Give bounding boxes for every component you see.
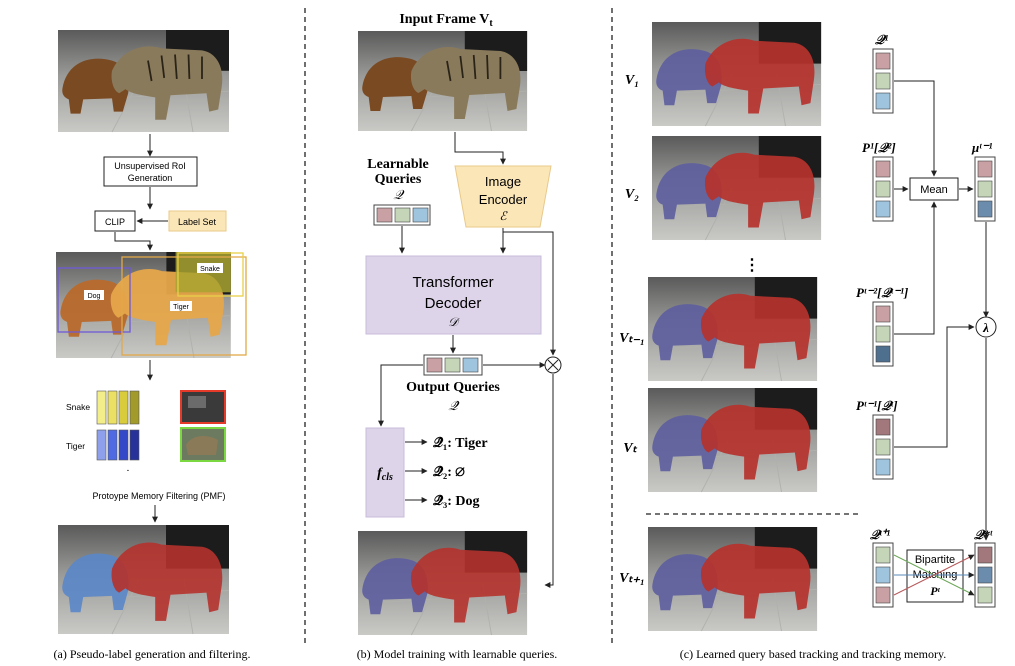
query-stack-mu <box>974 156 996 222</box>
frame-label-vt-1: Vₜ₋₁ <box>619 331 645 346</box>
panel-b: Input Frame Vt Learnable Queries 𝒬 Image… <box>357 12 562 661</box>
snake-roi-box <box>177 252 244 297</box>
encoder-label-1: Image <box>485 174 521 189</box>
caption-c: (c) Learned query based tracking and tra… <box>680 647 946 661</box>
image-encoder-box <box>454 165 552 228</box>
memory-tiger-label: Tiger <box>66 441 85 451</box>
decoder-symbol: 𝒟 <box>448 315 460 329</box>
query-stack-pt2 <box>872 301 894 367</box>
query-stack-pt1 <box>872 414 894 480</box>
pmf-label: Protoype Memory Filtering (PMF) <box>92 491 225 501</box>
lambda-node <box>975 316 997 338</box>
tiger-tag: Tiger <box>173 304 189 311</box>
learnable-symbol: 𝒬 <box>393 187 405 202</box>
segmentation-output-b <box>357 530 531 636</box>
frame-vt <box>647 387 821 493</box>
frame-label-vt+1: Vₜ₊₁ <box>619 571 645 586</box>
caption-a: (a) Pseudo-label generation and filterin… <box>54 647 251 661</box>
roi-generation-box <box>103 156 198 187</box>
fcls-label: fcls <box>377 466 393 483</box>
pseudo-label-image <box>57 524 233 635</box>
frame-v2 <box>651 135 825 241</box>
clip-box <box>94 210 136 232</box>
tiger-prototypes <box>96 429 140 461</box>
snake-prototypes <box>96 390 140 425</box>
roi-label-1: Unsupervised RoI <box>114 161 186 171</box>
query-stack-qt1 <box>872 542 894 608</box>
frame-vt+1 <box>647 526 821 632</box>
dog-roi-box <box>57 267 131 333</box>
encoder-label-2: Encoder <box>479 192 528 207</box>
frame-label-v1: V₁ <box>625 73 639 88</box>
mean-label: Mean <box>920 184 948 196</box>
qt1-label: 𝒬ᵗ⁺¹ <box>870 527 890 542</box>
output-2: 𝒬̂₂: ∅ <box>433 464 465 480</box>
q1-label: 𝒬¹ <box>875 32 888 47</box>
output-queries-label: Output Queries <box>406 380 500 395</box>
pt1-label: Pᵗ⁻¹[𝒬ᵗ] <box>856 398 898 413</box>
bipartite-label-1: Bipartite <box>915 554 955 566</box>
p1q2-label: P¹[𝒬²] <box>862 140 896 155</box>
input-image-a <box>57 29 233 133</box>
decoder-label-2: Decoder <box>425 295 482 312</box>
learnable-queries <box>373 204 431 226</box>
fcls-box <box>365 427 405 518</box>
panel-c: V₁ V₂ ⋮ Vₜ₋₁ Vₜ Vₜ₊₁ 𝒬¹ P¹[𝒬²] Pᵗ⁻²[𝒬ᵗ⁻¹… <box>619 21 997 661</box>
input-frame-image <box>357 30 531 132</box>
output-1: 𝒬̂₁: Tiger <box>433 435 488 451</box>
frame-vt-1 <box>647 276 821 382</box>
frame-v1 <box>651 21 825 127</box>
transformer-decoder-box <box>365 255 542 335</box>
svg-text:·: · <box>126 465 130 477</box>
clip-label: CLIP <box>105 217 125 227</box>
query-stack-qstar <box>974 542 996 608</box>
caption-b: (b) Model training with learnable querie… <box>357 647 558 661</box>
tiger-roi-box <box>121 256 247 356</box>
snake-tag: Snake <box>200 266 220 273</box>
output-queries <box>423 354 483 376</box>
mu-label: μᵗ⁻¹ <box>971 140 993 155</box>
mean-box <box>909 177 959 201</box>
label-set-label: Label Set <box>178 217 217 227</box>
output-queries-symbol: 𝒬̂ <box>448 398 460 413</box>
learnable-label-1: Learnable <box>367 157 428 172</box>
decoder-label-1: Transformer <box>412 274 493 291</box>
matching-lines <box>893 554 975 596</box>
query-stack-p1q2 <box>872 156 894 222</box>
memory-snake-label: Snake <box>66 402 90 412</box>
input-frame-title: Input Frame Vt <box>399 12 493 29</box>
frame-ellipsis: ⋮ <box>744 257 760 274</box>
roi-label-2: Generation <box>128 173 173 183</box>
accepted-crop <box>180 427 226 462</box>
pt2-label: Pᵗ⁻²[𝒬ᵗ⁻¹] <box>856 285 908 300</box>
rejected-crop <box>180 390 226 424</box>
bipartite-label-3: Pᵗ <box>930 584 940 598</box>
encoder-symbol: ℰ <box>499 209 508 223</box>
label-set-box <box>168 210 227 232</box>
dog-tag: Dog <box>88 293 101 300</box>
query-stack-q1 <box>872 48 894 114</box>
multiply-node <box>544 356 562 374</box>
learnable-label-2: Queries <box>375 172 422 187</box>
qstar-label: 𝒬*ᵗ <box>974 527 993 542</box>
frame-label-v2: V₂ <box>625 187 639 202</box>
frame-label-vt: Vₜ <box>623 441 637 456</box>
output-3: 𝒬̂₃: Dog <box>433 493 480 509</box>
lambda-label: λ <box>982 320 989 335</box>
panel-a: Unsupervised RoI Generation CLIP Label S… <box>54 29 251 661</box>
